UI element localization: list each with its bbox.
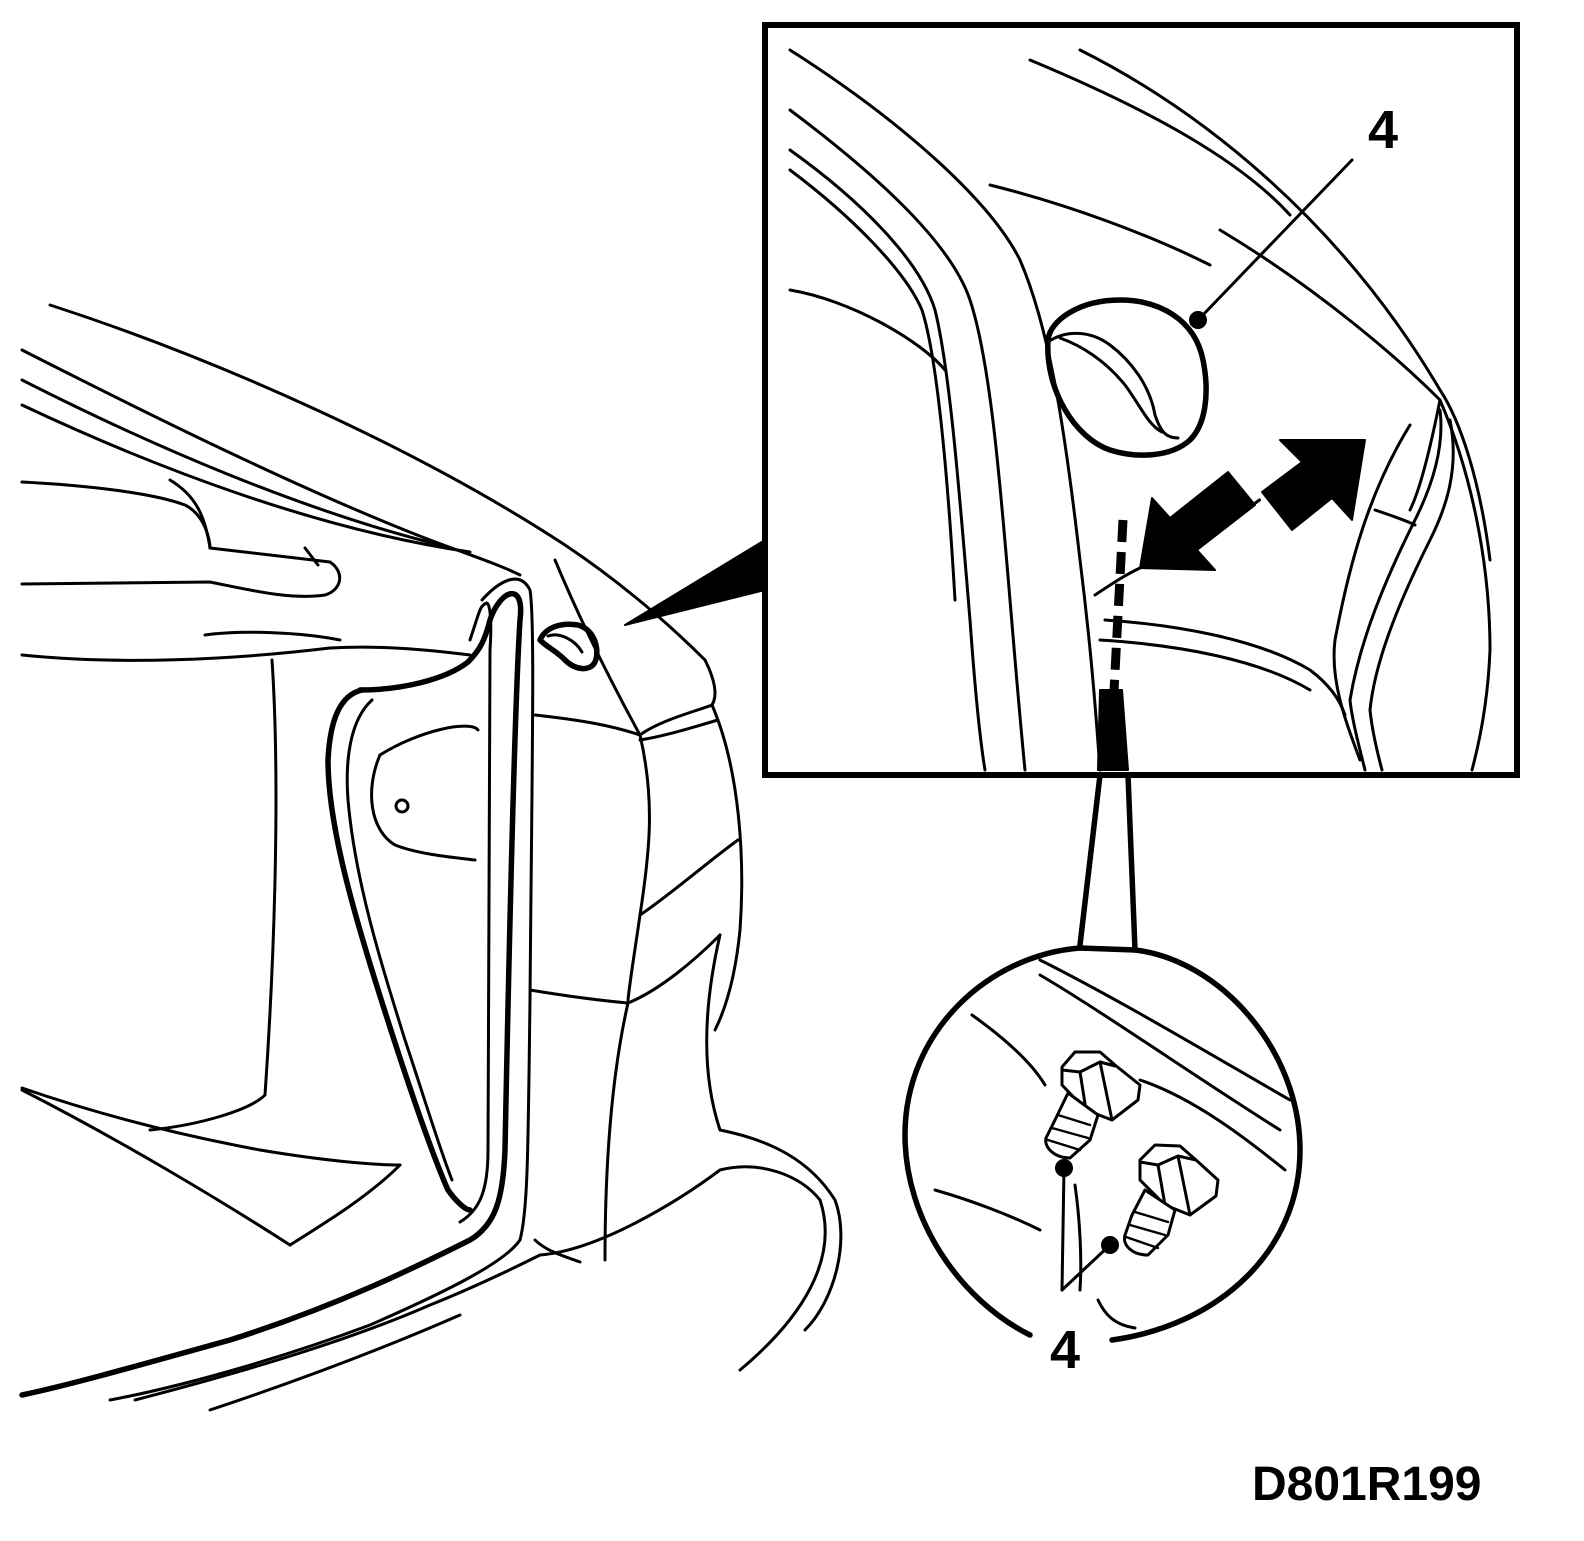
clip-2-head-facets bbox=[1138, 1154, 1198, 1217]
leader-dot-detail bbox=[1189, 311, 1207, 329]
lamp-outer-edge bbox=[710, 703, 744, 1032]
circle-body-line-3 bbox=[970, 1013, 1047, 1087]
circle-body-line-7 bbox=[1096, 1298, 1137, 1330]
detail-shelf-line bbox=[788, 288, 947, 372]
detail-sill-line bbox=[1103, 618, 1347, 717]
trunk-floor-edge bbox=[20, 645, 472, 662]
side-trim-pocket-top bbox=[378, 724, 480, 757]
bumper-curve bbox=[738, 1198, 827, 1372]
clip-2-head bbox=[1138, 1143, 1220, 1217]
detail-view-box: 4 bbox=[762, 22, 1520, 778]
quarter-panel-line bbox=[603, 1001, 630, 1262]
arrow-dash-line bbox=[1238, 476, 1292, 516]
arrow-out-icon bbox=[1261, 439, 1366, 531]
drawing-code: D801R199 bbox=[1252, 1458, 1482, 1511]
leader-line-detail bbox=[1198, 158, 1354, 320]
upper-body-line-3 bbox=[20, 403, 472, 554]
detail-circle bbox=[902, 945, 1303, 1343]
upper-body-line-2 bbox=[20, 378, 442, 547]
clip-1-ribs bbox=[1046, 1113, 1092, 1152]
push-pin-clip-icon bbox=[1122, 1143, 1220, 1257]
lamp-line bbox=[638, 718, 720, 742]
detail-outer-line bbox=[1078, 48, 1492, 562]
detail-lamp-edge-2 bbox=[1368, 418, 1455, 772]
trunk-inner-line bbox=[203, 630, 342, 642]
bumper-top bbox=[538, 1165, 822, 1257]
parcel-shelf-edge bbox=[168, 478, 212, 550]
trunk-floor-corner bbox=[288, 1163, 402, 1247]
detail-body-line-2 bbox=[788, 108, 1027, 772]
detail-body-line-3 bbox=[788, 148, 987, 772]
detail-roof-line bbox=[988, 183, 1212, 267]
trunk-seal-outer bbox=[19, 591, 524, 1398]
leader-line-clip-2 bbox=[1060, 1243, 1112, 1292]
arrow-in-icon bbox=[1139, 471, 1256, 571]
bumper-curve-2 bbox=[718, 1128, 843, 1332]
trunk-inner-wall bbox=[148, 658, 278, 1132]
quarter-panel-line-2 bbox=[705, 933, 722, 1132]
locator-bar bbox=[1097, 689, 1129, 771]
detail-frame bbox=[762, 22, 1520, 778]
grommet-main-view-inner bbox=[546, 633, 584, 654]
circle-body-line-4 bbox=[1138, 1078, 1287, 1172]
lamp-bottom bbox=[528, 933, 722, 1005]
detail-callout-label: 4 bbox=[1368, 100, 1398, 160]
circle-connector-left bbox=[1077, 772, 1103, 948]
circle-body-line-6 bbox=[1073, 1183, 1083, 1292]
side-trim-panel bbox=[325, 687, 473, 1213]
side-trim-pocket bbox=[370, 753, 477, 862]
push-pin-clip-icon bbox=[1044, 1050, 1142, 1160]
fastener-circle-detail: 4 bbox=[902, 772, 1303, 1380]
detail-lamp-top bbox=[1218, 228, 1442, 512]
grommet-detail bbox=[1045, 297, 1209, 458]
grommet-inner-lip-2 bbox=[1058, 336, 1164, 434]
circle-body-line-2 bbox=[1038, 958, 1292, 1102]
trunk-seal-inner bbox=[458, 601, 493, 1224]
sill-line bbox=[133, 1253, 542, 1402]
quarter-panel-bottom bbox=[533, 1238, 582, 1264]
trunk-floor-line-2 bbox=[20, 1088, 292, 1247]
fasteners-callout-label: 4 bbox=[1050, 1320, 1080, 1380]
lamp-corner bbox=[703, 658, 717, 707]
detail-lamp-outer bbox=[1438, 398, 1492, 772]
side-trim-panel-inner bbox=[345, 698, 454, 1182]
circle-body-line-5 bbox=[933, 1188, 1042, 1232]
detail-roof-line-2 bbox=[1028, 58, 1292, 217]
lamp-segment bbox=[638, 838, 740, 917]
trunk-floor-line bbox=[20, 1086, 402, 1167]
clip-2-shank bbox=[1122, 1188, 1177, 1257]
detail-lamp-seam bbox=[1373, 508, 1417, 527]
trunk-overview bbox=[19, 303, 843, 1412]
lamp-inner-edge bbox=[553, 558, 651, 1002]
grommet-main-view bbox=[537, 621, 600, 672]
leader-line-clip-1 bbox=[1060, 1166, 1066, 1292]
double-arrow-icon bbox=[1139, 439, 1366, 571]
upper-body-line bbox=[20, 348, 522, 577]
detail-sill-line-2 bbox=[1098, 638, 1312, 692]
trunk-seal-outer-2 bbox=[108, 577, 535, 1402]
shelf-detail bbox=[303, 546, 320, 567]
detail-panel-line bbox=[1332, 423, 1412, 762]
roof-edge-line bbox=[48, 303, 707, 662]
trim-hole bbox=[394, 798, 410, 814]
circle-connector-right bbox=[1125, 772, 1138, 953]
detail-marker-line bbox=[1093, 566, 1142, 597]
sill-line-2 bbox=[208, 1313, 462, 1412]
detail-lamp-edge bbox=[1348, 408, 1443, 772]
detail-body-line-4 bbox=[788, 168, 957, 602]
detail-pointer bbox=[624, 539, 766, 626]
clip-2-ribs bbox=[1124, 1210, 1170, 1250]
circle-body-line bbox=[1038, 973, 1282, 1132]
